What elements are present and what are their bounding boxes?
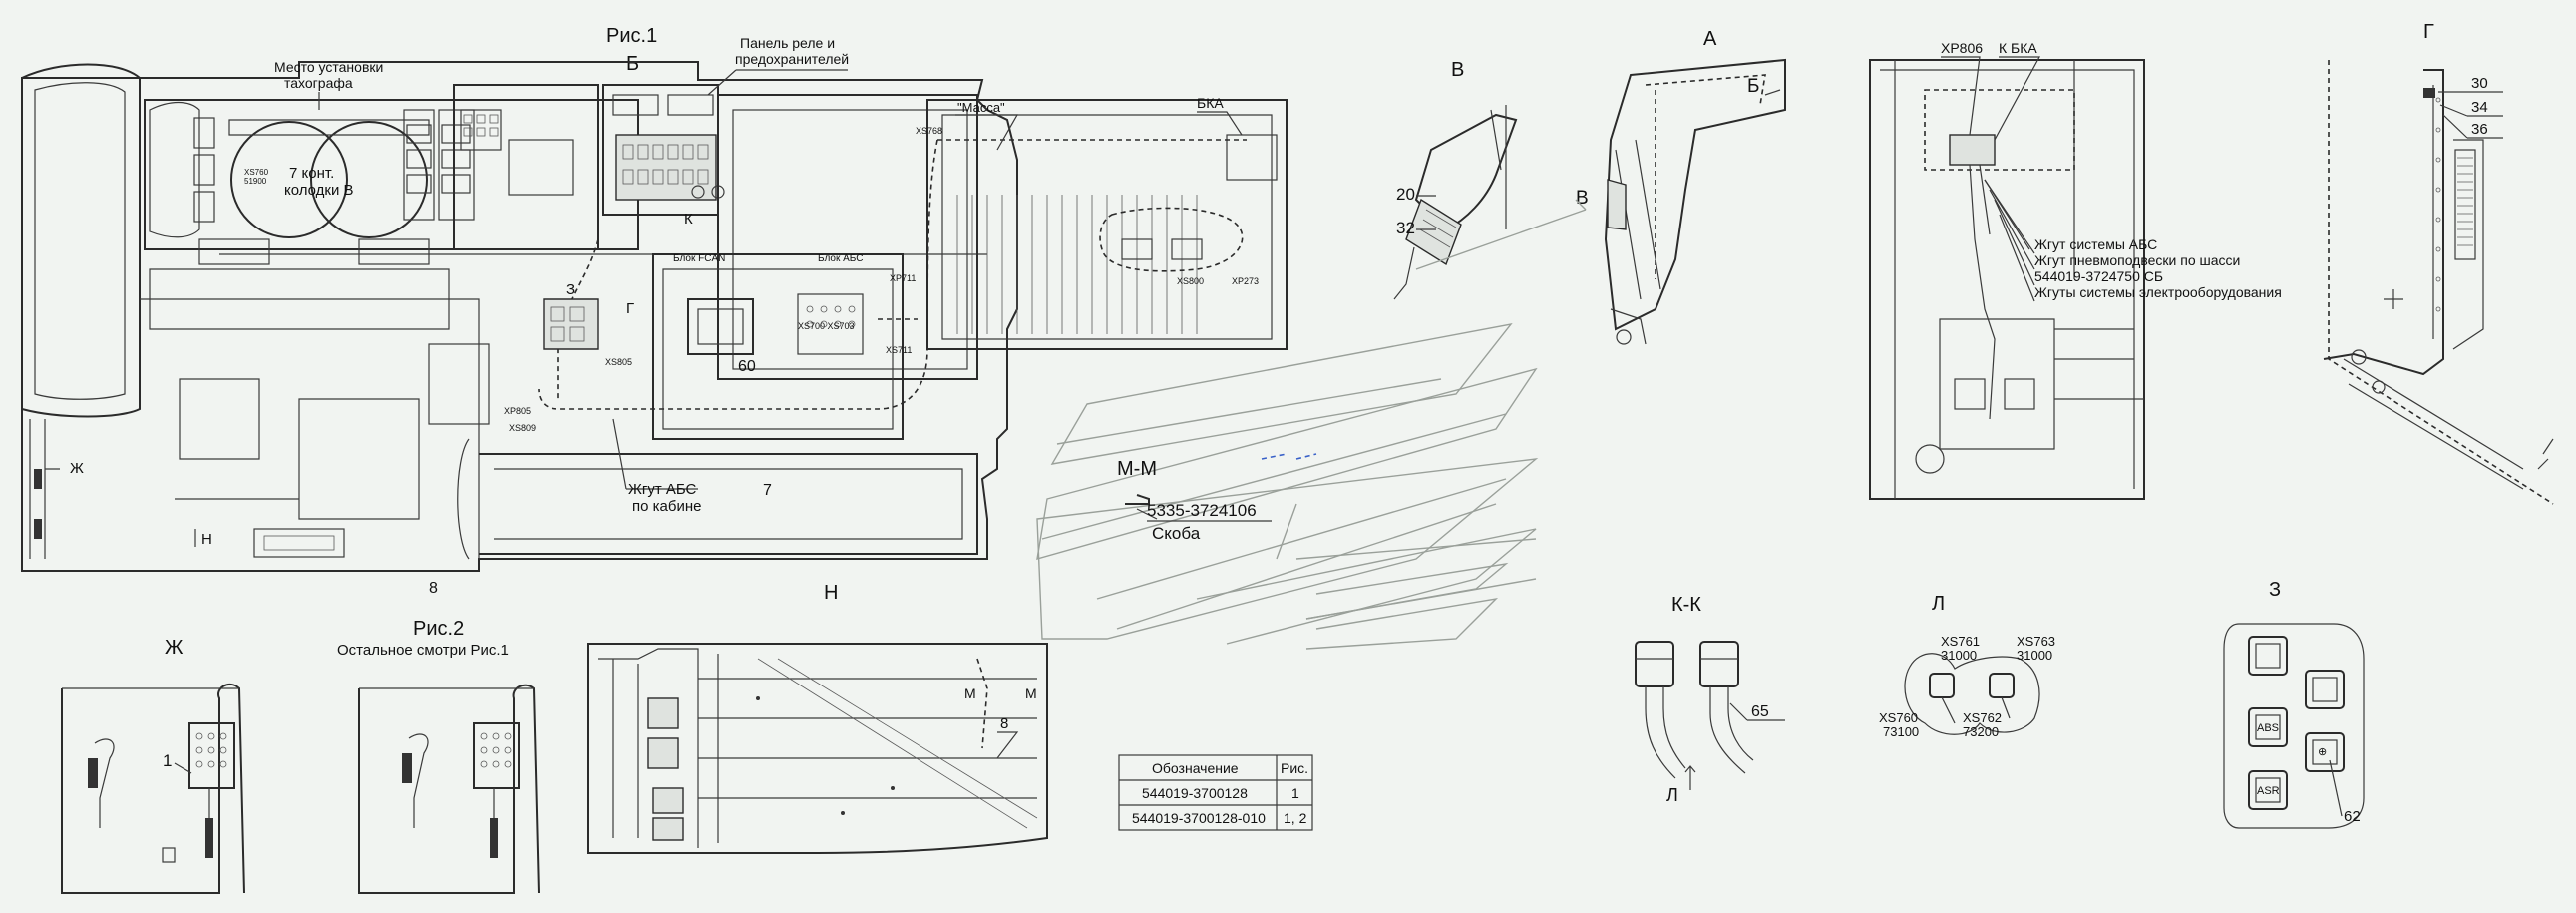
view-g-pos-30: 30 [2471, 75, 2488, 92]
view-n-pos-8: 8 [1000, 715, 1008, 732]
block-fcan-label: Блок FCAN [673, 253, 725, 264]
spec-table: Обозначение Рис. 544019-3700128 1 544019… [1118, 754, 1313, 831]
xp806-label: XP806 [1941, 40, 1983, 56]
xp806-legend-3: Жгуты системы электрооборудования [2034, 284, 2282, 300]
xp806-legend-2: 544019-3724750 СБ [2034, 268, 2163, 284]
view-n-m-right: М [1025, 685, 1037, 701]
z-marker-label: З [566, 281, 575, 298]
view-zh-pos-1: 1 [163, 751, 172, 770]
xs809-label: XS809 [509, 423, 536, 433]
view-kk-title: К-К [1671, 594, 1701, 616]
xs700-label: XS700 XS703 [798, 321, 855, 331]
fig2-note: Остальное смотри Рис.1 [337, 642, 509, 659]
view-z-title: З [2269, 579, 2281, 601]
view-z-asr: ASR [2257, 785, 2280, 797]
view-l-title: Л [1932, 593, 1945, 615]
block-abs-label: Блок АБС [818, 253, 863, 264]
mm-title: М-М [1117, 458, 1157, 480]
n-marker-label: Н [201, 531, 212, 548]
view-kk: К-К 65 Л [1635, 594, 1785, 805]
pads-label: 7 конт.колодки В [284, 165, 354, 199]
view-v-pos-20: 20 [1396, 185, 1415, 204]
view-n-title: Н [824, 582, 838, 604]
xp273-label: XP273 [1232, 276, 1259, 286]
view-g: Г 30 34 36 [2323, 21, 2554, 505]
xs768-label: XS768 [916, 126, 942, 136]
fig2-title: Рис.2 [413, 618, 464, 640]
table-header-fig: Рис. [1281, 760, 1308, 776]
view-z-abs: ABS [2257, 722, 2279, 734]
pos-7-label: 7 [763, 482, 772, 499]
view-kk-pos-65: 65 [1751, 703, 1769, 720]
fig1-view-b-label: Б [626, 53, 639, 75]
xp805-label: XP805 [504, 406, 531, 416]
view-g-title: Г [2423, 21, 2434, 43]
view-zh: Ж 1 [61, 637, 245, 894]
table-row-0-designation: 544019-3700128 [1142, 785, 1248, 801]
view-a-b-label: Б [1747, 76, 1759, 97]
view-kk-l-label: Л [1666, 785, 1678, 805]
view-n: Н М М 8 [587, 582, 1048, 854]
bracket-part-number: 5335-3724106 [1147, 501, 1257, 520]
bracket-label: Скоба [1152, 524, 1201, 543]
pos-8-label: 8 [429, 580, 438, 597]
xp806-chassis-view: XP806 К БКА Жгут системы АБС Жгут пневмо… [1869, 40, 2282, 500]
xp806-legend-0: Жгут системы АБС [2034, 236, 2157, 252]
fig1-title: Рис.1 [606, 25, 657, 47]
view-zh-title: Ж [165, 637, 184, 659]
view-z: З ABS ASR ⊕ 62 [2223, 579, 2365, 829]
k-marker-label: К [684, 211, 693, 228]
view-g-pos-34: 34 [2471, 99, 2488, 116]
fig2-view: Рис.2 Остальное смотри Рис.1 [337, 618, 540, 894]
view-v-pos-32: 32 [1396, 219, 1415, 237]
view-n-m-left: М [964, 685, 976, 701]
view-z-axle-icon: ⊕ [2318, 746, 2327, 758]
center-bracket-views: М-М 5335-3724106 Скоба [1036, 199, 1587, 650]
xs805-label: XS805 [605, 357, 632, 367]
xs711-label: XS711 [886, 345, 912, 355]
view-a-title: А [1703, 28, 1717, 50]
fig1-dashboard-view: Рис.1 Б [21, 25, 1288, 597]
pos-60-label: 60 [738, 358, 756, 375]
xp711-label: XP711 [890, 273, 916, 283]
view-v-title: В [1451, 59, 1464, 81]
table-row-1-designation: 544019-3700128-010 [1132, 810, 1266, 826]
table-header-designation: Обозначение [1152, 760, 1239, 776]
view-z-pos-62: 62 [2344, 808, 2361, 825]
mass-label: "Масса" [957, 100, 1005, 115]
g-marker-label: Г [626, 300, 634, 317]
xs800-label: XS800 [1177, 276, 1204, 286]
view-v: В 20 32 [1393, 59, 1587, 300]
bka-label: БКА [1197, 95, 1224, 111]
table-row-1-fig: 1, 2 [1284, 810, 1307, 826]
k-bka-label: К БКА [1999, 40, 2037, 56]
xp806-legend-1: Жгут пневмоподвески по шасси [2034, 252, 2240, 268]
view-g-pos-36: 36 [2471, 121, 2488, 138]
zh-marker-label: Ж [70, 460, 84, 477]
view-a: А Б В [1576, 28, 1786, 345]
table-row-0-fig: 1 [1291, 785, 1299, 801]
